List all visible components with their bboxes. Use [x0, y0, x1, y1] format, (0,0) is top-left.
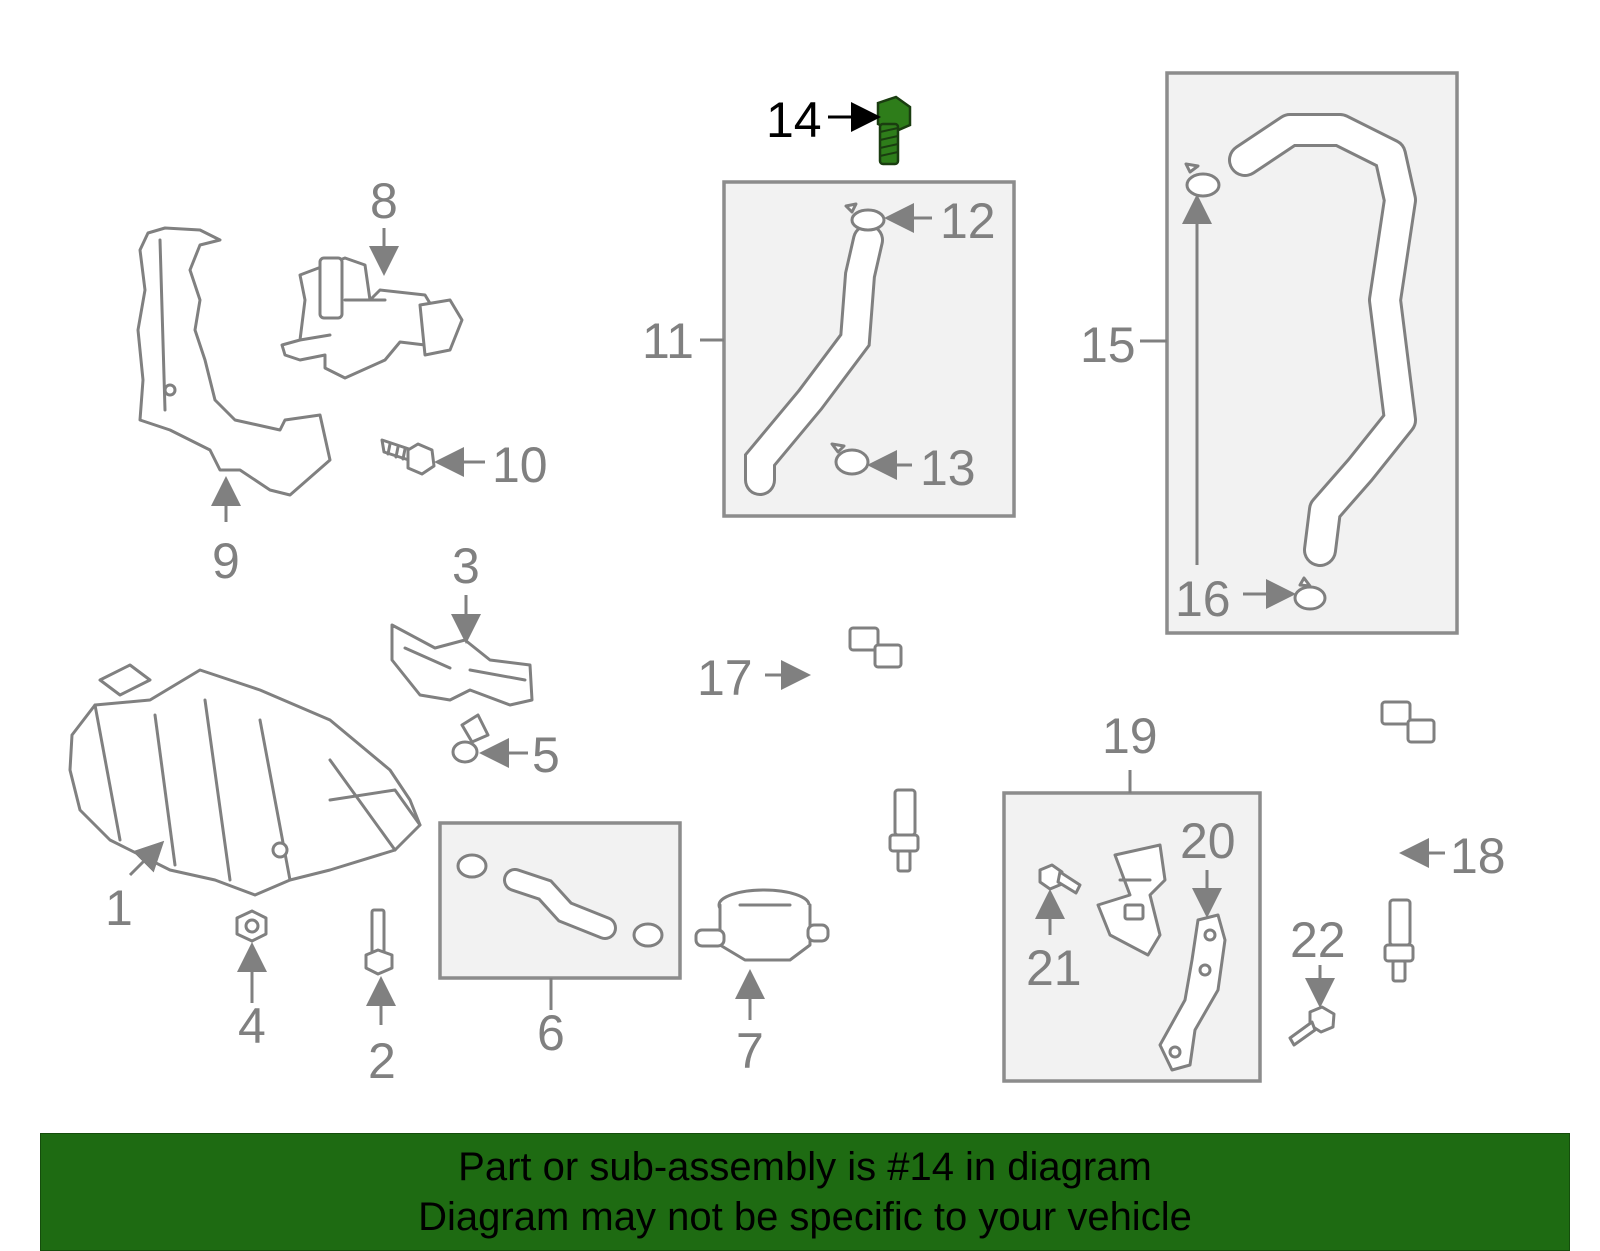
callout-8[interactable]: 8	[370, 173, 398, 229]
callout-21[interactable]: 21	[1026, 940, 1082, 996]
part-20-strap[interactable]	[1158, 913, 1227, 1072]
part-18-sensor[interactable]	[1329, 697, 1436, 983]
part-7-pump[interactable]	[694, 888, 830, 962]
callout-12[interactable]: 12	[940, 193, 996, 249]
part-16-clamp-lower[interactable]	[1293, 576, 1327, 611]
callout-10[interactable]: 10	[492, 437, 548, 493]
banner-line-part: Part or sub-assembly is #14 in diagram	[458, 1145, 1152, 1189]
leader-1	[128, 840, 165, 877]
part-14-bolt[interactable]	[876, 95, 912, 166]
part-17-sensor[interactable]	[805, 626, 920, 873]
part-21-bolt[interactable]	[1038, 863, 1082, 895]
callout-11[interactable]: 11	[642, 313, 694, 369]
part-2-bolt[interactable]	[364, 908, 394, 976]
callout-15[interactable]: 15	[1080, 317, 1136, 373]
callout-17[interactable]: 17	[697, 650, 753, 706]
part-6-hose[interactable]	[456, 853, 664, 948]
info-banner: Part or sub-assembly is #14 in diagram D…	[40, 1133, 1570, 1251]
part-5-bolt[interactable]	[451, 713, 490, 764]
part-1-canister[interactable]	[68, 663, 422, 897]
callout-20[interactable]: 20	[1180, 813, 1236, 869]
part-9-bracket[interactable]	[136, 226, 332, 497]
callout-1[interactable]: 1	[105, 880, 133, 936]
part-8-valve[interactable]	[280, 256, 464, 380]
part-22-bolt[interactable]	[1288, 1005, 1336, 1047]
callout-6[interactable]: 6	[537, 1005, 565, 1061]
callout-3[interactable]: 3	[452, 538, 480, 594]
part-19-bracket[interactable]	[1096, 843, 1167, 957]
callout-13[interactable]: 13	[920, 440, 976, 496]
part-11-hose[interactable]	[744, 224, 884, 496]
callout-18[interactable]: 18	[1450, 828, 1506, 884]
parts-diagram: 14 8 9 10 11 12 13	[68, 71, 1506, 1089]
part-4-nut[interactable]	[235, 909, 268, 943]
callout-4[interactable]: 4	[238, 998, 266, 1054]
part-10-bolt[interactable]	[380, 438, 436, 476]
part-3-bracket[interactable]	[390, 623, 534, 707]
callout-5[interactable]: 5	[532, 727, 560, 783]
callout-14[interactable]: 14	[766, 92, 822, 148]
part-15-hose[interactable]	[1228, 113, 1417, 567]
callout-7[interactable]: 7	[736, 1023, 764, 1079]
callout-22[interactable]: 22	[1290, 912, 1346, 968]
part-12-clamp[interactable]	[844, 202, 886, 232]
callout-16[interactable]: 16	[1175, 571, 1231, 627]
callout-19[interactable]: 19	[1102, 708, 1158, 764]
banner-line-disclaimer: Diagram may not be specific to your vehi…	[418, 1195, 1192, 1239]
callout-9[interactable]: 9	[212, 533, 240, 589]
callout-2[interactable]: 2	[368, 1033, 396, 1089]
